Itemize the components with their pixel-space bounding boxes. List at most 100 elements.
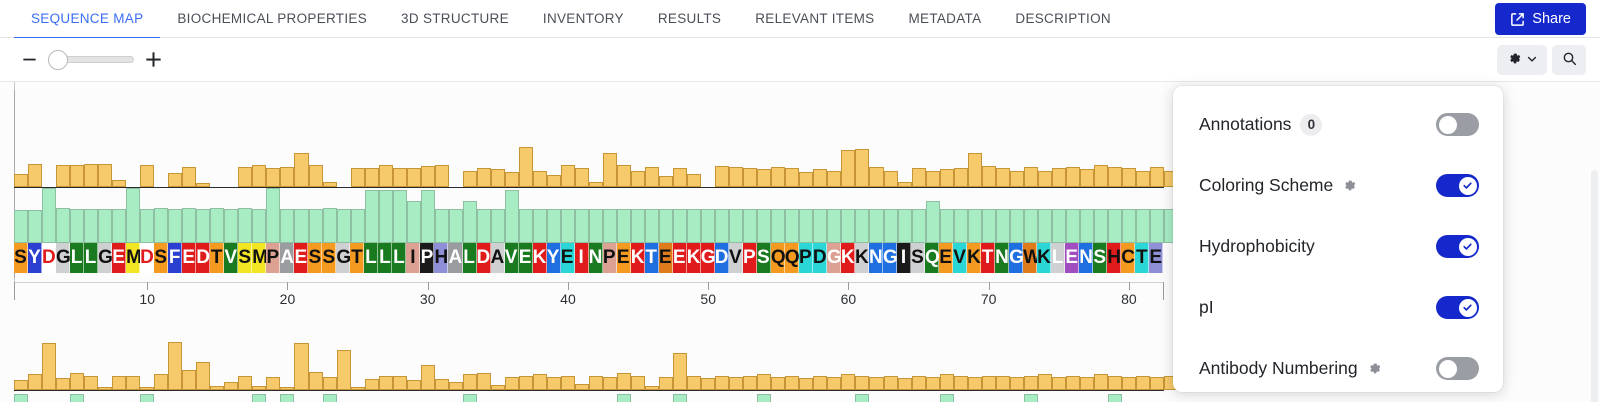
residue-cell[interactable]: L xyxy=(1051,243,1066,273)
residue-cell[interactable]: P xyxy=(798,243,813,273)
zoom-in-button[interactable] xyxy=(140,47,166,73)
residue-cell[interactable]: D xyxy=(812,243,827,273)
residue-cell[interactable]: D xyxy=(476,243,491,273)
residue-cell[interactable]: S xyxy=(911,243,926,273)
residue-cell[interactable]: A xyxy=(490,243,505,273)
settings-dropdown-button[interactable] xyxy=(1497,45,1547,75)
residue-cell[interactable]: L xyxy=(84,243,99,273)
panel-row-hydrophobicity[interactable]: Hydrophobicity xyxy=(1173,216,1503,277)
residue-cell[interactable]: V xyxy=(224,243,239,273)
residue-cell[interactable]: P xyxy=(266,243,281,273)
zoom-out-button[interactable] xyxy=(16,47,42,73)
residue-cell[interactable]: S xyxy=(322,243,337,273)
residue-cell[interactable]: H xyxy=(1107,243,1122,273)
residue-cell[interactable]: K xyxy=(686,243,701,273)
residue-cell[interactable]: A xyxy=(448,243,463,273)
residue-cell[interactable]: E xyxy=(658,243,673,273)
residue-cell[interactable]: F xyxy=(168,243,183,273)
residue-cell[interactable]: L xyxy=(70,243,85,273)
residue-cell[interactable]: K xyxy=(532,243,547,273)
residue-cell[interactable]: S xyxy=(238,243,253,273)
residue-cell[interactable]: L xyxy=(378,243,393,273)
residue-cell[interactable]: K xyxy=(840,243,855,273)
residue-cell[interactable]: V xyxy=(953,243,968,273)
residue-cell[interactable]: I xyxy=(574,243,589,273)
search-button[interactable] xyxy=(1552,45,1586,75)
residue-cell[interactable]: T xyxy=(1135,243,1150,273)
residue-cell[interactable]: E xyxy=(939,243,954,273)
residue-cell[interactable]: I xyxy=(406,243,421,273)
tab-inventory[interactable]: INVENTORY xyxy=(542,10,624,26)
residue-cell[interactable]: E xyxy=(1065,243,1080,273)
tab-description[interactable]: DESCRIPTION xyxy=(1015,10,1111,26)
residue-cell[interactable]: Y xyxy=(546,243,561,273)
residue-cell[interactable]: T xyxy=(644,243,659,273)
residue-cell[interactable]: A xyxy=(280,243,295,273)
tab-relevant-items[interactable]: RELEVANT ITEMS xyxy=(755,10,875,26)
residue-cell[interactable]: D xyxy=(140,243,155,273)
residue-cell[interactable]: S xyxy=(14,243,29,273)
residue-cell[interactable]: P xyxy=(420,243,435,273)
toggle-annotations[interactable] xyxy=(1436,113,1479,136)
toggle-coloring-scheme[interactable] xyxy=(1436,174,1479,197)
residue-cell[interactable]: V xyxy=(504,243,519,273)
tab-sequence-map[interactable]: SEQUENCE MAP xyxy=(14,0,161,39)
tab-results[interactable]: RESULTS xyxy=(657,10,722,26)
residue-cell[interactable]: Y xyxy=(28,243,43,273)
residue-cell[interactable]: Q xyxy=(925,243,940,273)
residue-cell[interactable]: E xyxy=(294,243,309,273)
tab-metadata[interactable]: METADATA xyxy=(908,10,982,26)
residue-cell[interactable]: G xyxy=(700,243,716,273)
residue-cell[interactable]: K xyxy=(854,243,869,273)
residue-cell[interactable]: E xyxy=(518,243,533,273)
gear-icon[interactable] xyxy=(1342,178,1357,193)
residue-cell[interactable]: C xyxy=(1121,243,1136,273)
residue-cell[interactable]: K xyxy=(1037,243,1052,273)
residue-cell[interactable]: D xyxy=(42,243,57,273)
residue-cell[interactable]: G xyxy=(882,243,898,273)
residue-cell[interactable]: P xyxy=(742,243,757,273)
panel-row-antibody-numbering[interactable]: Antibody Numbering xyxy=(1173,338,1503,399)
residue-cell[interactable]: E xyxy=(112,243,127,273)
tab-biochemical-properties[interactable]: BIOCHEMICAL PROPERTIES xyxy=(177,10,368,26)
residue-cell[interactable]: S xyxy=(308,243,323,273)
residue-cell[interactable]: L xyxy=(392,243,407,273)
zoom-slider-knob[interactable] xyxy=(48,49,68,70)
residue-cell[interactable]: E xyxy=(616,243,631,273)
residue-cell[interactable]: Q xyxy=(784,243,800,273)
residue-cell[interactable]: G xyxy=(1009,243,1024,273)
residue-cell[interactable]: E xyxy=(1149,243,1164,273)
residue-cell[interactable]: M xyxy=(126,243,142,273)
panel-row-pi[interactable]: pI xyxy=(1173,277,1503,338)
residue-cell[interactable]: T xyxy=(350,243,365,273)
panel-row-coloring-scheme[interactable]: Coloring Scheme xyxy=(1173,155,1503,216)
residue-cell[interactable]: N xyxy=(995,243,1010,273)
residue-cell[interactable]: G xyxy=(826,243,842,273)
vertical-scrollbar[interactable] xyxy=(1591,170,1598,402)
residue-cell[interactable]: T xyxy=(210,243,225,273)
residue-cell[interactable]: S xyxy=(154,243,169,273)
residue-cell[interactable]: D xyxy=(196,243,211,273)
residue-cell[interactable]: S xyxy=(1093,243,1108,273)
residue-cell[interactable]: K xyxy=(630,243,645,273)
tab-3d-structure[interactable]: 3D STRUCTURE xyxy=(401,10,509,26)
residue-cell[interactable]: E xyxy=(560,243,575,273)
residue-cell[interactable]: T xyxy=(981,243,996,273)
residue-cell[interactable]: S xyxy=(756,243,771,273)
residue-cell[interactable]: N xyxy=(868,243,883,273)
toggle-antibody-numbering[interactable] xyxy=(1436,357,1479,380)
residue-cell[interactable]: G xyxy=(98,243,113,273)
residue-cell[interactable]: I xyxy=(896,243,911,273)
zoom-slider[interactable] xyxy=(48,47,134,73)
residue-cell[interactable]: L xyxy=(364,243,379,273)
residue-cell[interactable]: K xyxy=(967,243,982,273)
residue-cell[interactable]: H xyxy=(434,243,449,273)
residue-cell[interactable]: D xyxy=(714,243,729,273)
residue-cell[interactable]: N xyxy=(588,243,603,273)
residue-cell[interactable]: P xyxy=(602,243,617,273)
residue-cell[interactable]: G xyxy=(56,243,71,273)
residue-cell[interactable]: V xyxy=(728,243,743,273)
residue-cell[interactable]: N xyxy=(1079,243,1094,273)
